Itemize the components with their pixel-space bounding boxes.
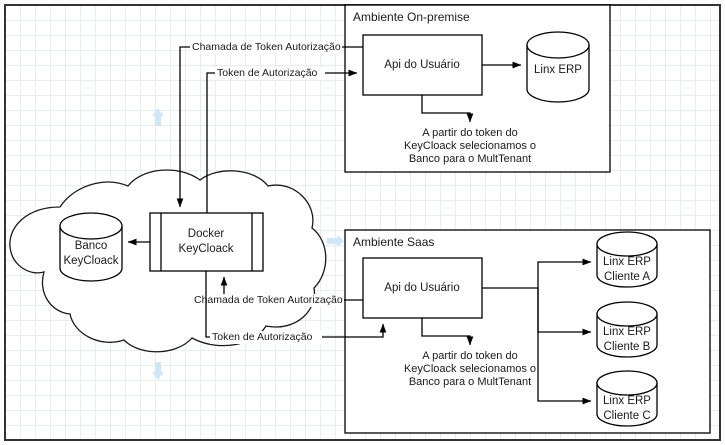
linx-erp-cliente-b-cylinder[interactable]: Linx ERP Cliente B — [596, 301, 658, 358]
cliente-b-line1: Linx ERP — [603, 326, 651, 338]
edge-onprem-request-label: Chamada de Token Autorização — [192, 41, 341, 53]
saas-note: A partir do token do KeyCloack seleciona… — [404, 350, 536, 388]
cliente-c-line2: Cliente C — [603, 410, 650, 422]
banco-label-line2: KeyCloack — [64, 255, 119, 267]
docker-label-line2: KeyCloack — [179, 243, 234, 255]
edge-onprem-response-label: Token de Autorização — [217, 67, 318, 79]
onpremise-note-line2: KeyCloack selecionamos o — [404, 140, 536, 152]
hover-arrow-up-icon[interactable] — [152, 108, 164, 126]
edge-onprem-request: Chamada de Token Autorização — [176, 41, 363, 208]
cliente-c-line1: Linx ERP — [603, 395, 651, 407]
linx-erp-cliente-a-cylinder[interactable]: Linx ERP Cliente A — [596, 231, 658, 288]
banco-keycloack-cylinder[interactable]: Banco KeyCloack — [59, 212, 123, 282]
edge-saas-api-to-note — [421, 318, 474, 346]
saas-api-box[interactable]: Api do Usuário — [362, 257, 483, 319]
onpremise-note: A partir do token do KeyCloack seleciona… — [404, 127, 536, 165]
onpremise-api-box[interactable]: Api do Usuário — [362, 34, 483, 96]
onpremise-note-line3: Banco para o MultTenant — [409, 153, 531, 165]
saas-note-line2: KeyCloack selecionamos o — [404, 363, 536, 375]
onpremise-note-line1: A partir do token do — [422, 127, 517, 139]
cliente-b-line2: Cliente B — [604, 341, 651, 353]
saas-note-line1: A partir do token do — [422, 350, 517, 362]
edge-saas-response: Token de Autorização — [205, 271, 387, 344]
cliente-a-line2: Cliente A — [604, 271, 650, 283]
edge-saas-request: Chamada de Token Autorização — [192, 276, 363, 307]
linx-erp-cylinder[interactable]: Linx ERP — [526, 31, 590, 103]
linx-erp-label: Linx ERP — [534, 64, 582, 76]
saas-note-line3: Banco para o MultTenant — [409, 376, 531, 388]
linx-erp-cliente-c-cylinder[interactable]: Linx ERP Cliente C — [596, 370, 658, 427]
docker-label-line1: Docker — [188, 228, 225, 240]
edge-onprem-api-to-note — [421, 95, 474, 123]
saas-title: Ambiente Saas — [353, 235, 434, 249]
edge-onprem-response: Token de Autorização — [206, 67, 358, 213]
banco-label-line1: Banco — [75, 240, 108, 252]
edge-saas-request-label: Chamada de Token Autorização — [194, 294, 343, 306]
hover-arrow-down-icon[interactable] — [152, 362, 164, 380]
cliente-a-line1: Linx ERP — [603, 256, 651, 268]
edge-saas-response-label: Token de Autorização — [212, 331, 313, 343]
onpremise-title: Ambiente On-premise — [353, 10, 470, 24]
onpremise-api-label: Api do Usuário — [384, 59, 459, 71]
saas-api-label: Api do Usuário — [384, 282, 459, 294]
edge-saas-api-to-clients — [482, 258, 592, 405]
hover-arrow-right-icon[interactable] — [327, 235, 344, 247]
docker-keycloack-component[interactable]: Docker KeyCloack — [149, 212, 264, 272]
